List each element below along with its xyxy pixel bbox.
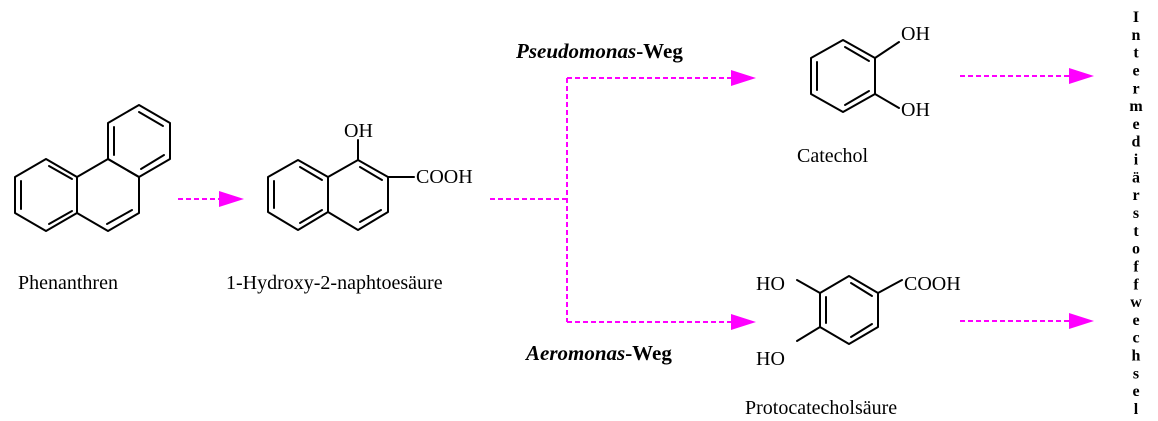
protocatechuic-cooh: COOH [904, 273, 961, 295]
phenanthrene-label: Phenanthren [18, 272, 118, 294]
pseudomonas-suffix: -Weg [636, 39, 683, 63]
protocatechuic-ho-top: HO [756, 273, 785, 295]
protocatechuic-ho-bottom: HO [756, 348, 785, 370]
acid-oh-label: OH [344, 120, 373, 142]
pseudomonas-organism: Pseudomonas [515, 39, 636, 63]
catechol-label: Catechol [797, 145, 869, 167]
protocatechuic-acid-label: Protocatecholsäure [745, 397, 897, 419]
catechol-structure [810, 39, 900, 113]
arrow-protocatechuic-to-metabolism [960, 313, 1094, 329]
acid-cooh-label: COOH [416, 166, 473, 188]
hydroxynaphthoic-acid-label: 1-Hydroxy-2-naphtoesäure [226, 272, 443, 294]
catechol-oh-bottom: OH [901, 99, 930, 121]
arrow-catechol-to-metabolism [960, 68, 1094, 84]
aeromonas-organism: Aeromonas [524, 341, 625, 365]
aeromonas-pathway-label: Aeromonas-Weg [524, 341, 672, 365]
protocatechuic-acid-structure [796, 275, 903, 345]
pseudomonas-pathway-label: Pseudomonas-Weg [515, 39, 683, 63]
aeromonas-suffix: -Weg [625, 341, 672, 365]
arrow-phenanthrene-to-acid [178, 191, 244, 207]
phenanthrene-structure [14, 104, 171, 232]
catechol-oh-top: OH [901, 23, 930, 45]
hydroxynaphthoic-acid-structure [267, 139, 415, 231]
branch-connector [490, 70, 756, 330]
